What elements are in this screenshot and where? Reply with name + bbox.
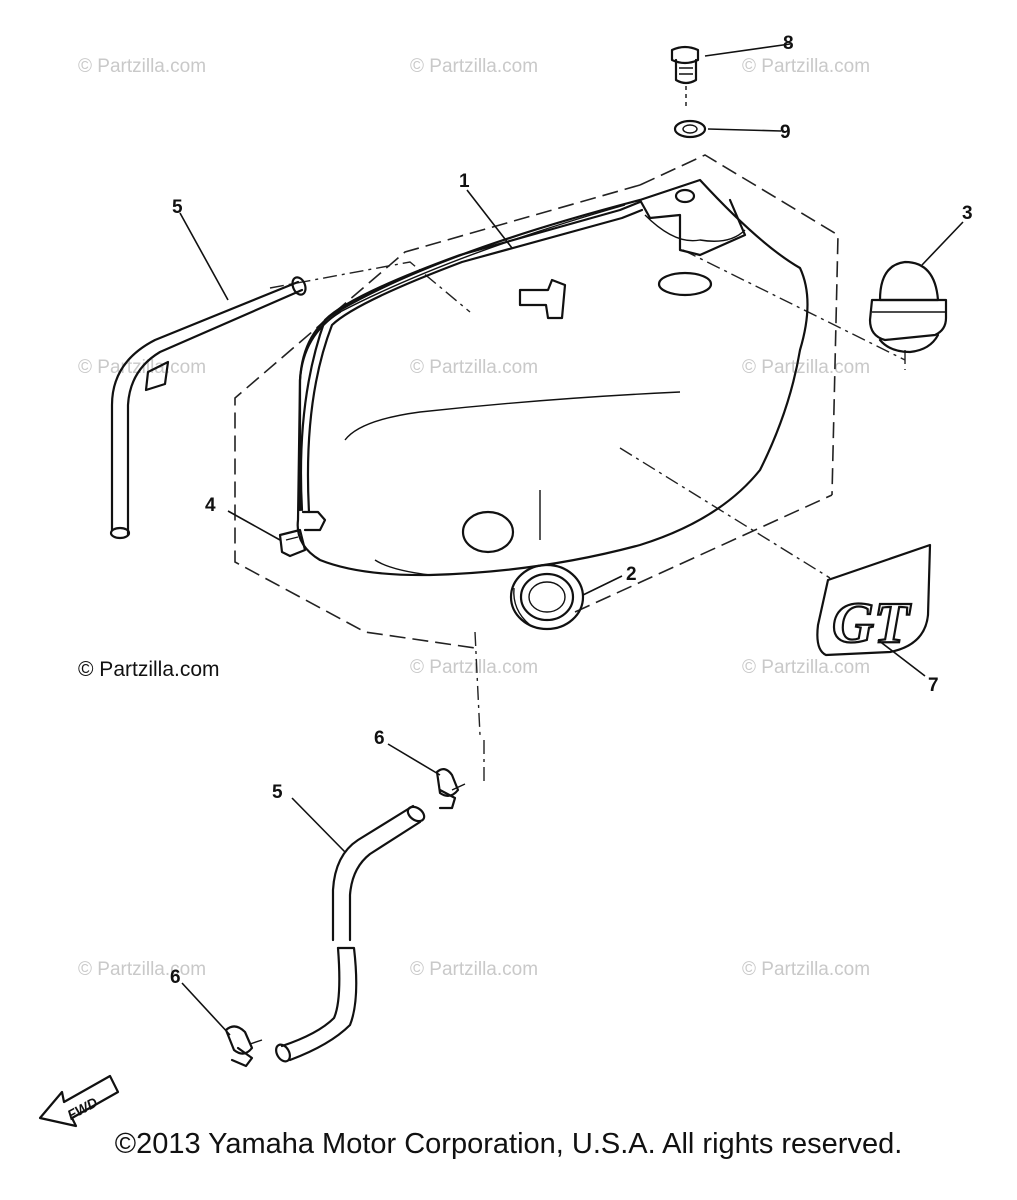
watermark: © Partzilla.com: [742, 657, 870, 678]
callout-3: 3: [962, 203, 973, 224]
copyright-notice: ©2013 Yamaha Motor Corporation, U.S.A. A…: [114, 1128, 903, 1160]
assembly-outline: [234, 154, 906, 782]
hose-upper: [109, 276, 307, 540]
watermark: © Partzilla.com: [78, 959, 206, 980]
level-window: [509, 563, 585, 631]
watermark-layer: © Partzilla.com © Partzilla.com © Partzi…: [78, 56, 870, 980]
watermark: © Partzilla.com: [410, 56, 538, 77]
callout-2: 2: [626, 564, 637, 585]
watermark: © Partzilla.com: [742, 357, 870, 378]
watermark: © Partzilla.com: [410, 959, 538, 980]
watermark: © Partzilla.com: [410, 657, 538, 678]
watermark-prominent: © Partzilla.com: [78, 658, 220, 681]
callout-6-upper: 6: [374, 728, 385, 749]
callout-8: 8: [783, 33, 794, 54]
washer: [673, 119, 707, 139]
watermark: © Partzilla.com: [742, 56, 870, 77]
callout-7: 7: [928, 675, 939, 696]
gt-emblem: GT: [816, 543, 932, 657]
emblem-text: GT: [832, 590, 912, 655]
callout-4: 4: [205, 495, 216, 516]
clamp-lower: [224, 1025, 263, 1068]
watermark: © Partzilla.com: [742, 959, 870, 980]
oil-tank: [296, 178, 809, 577]
callout-5-upper: 5: [172, 197, 183, 218]
watermark: © Partzilla.com: [410, 357, 538, 378]
callout-9: 9: [780, 122, 791, 143]
callout-1: 1: [459, 171, 470, 192]
callout-6-lower: 6: [170, 967, 181, 988]
callout-labels: 1 2 3 4 5 5 6 6 7 8 9: [170, 33, 973, 988]
leader-lines: [179, 43, 964, 1036]
cap: [868, 260, 948, 354]
hose-lower: [275, 804, 426, 1063]
clamp-upper: [435, 768, 466, 810]
fwd-arrow: FWD: [38, 1074, 120, 1128]
callout-5-lower: 5: [272, 782, 283, 803]
watermark: © Partzilla.com: [78, 56, 206, 77]
clip: [278, 528, 307, 558]
bolt: [670, 45, 700, 108]
